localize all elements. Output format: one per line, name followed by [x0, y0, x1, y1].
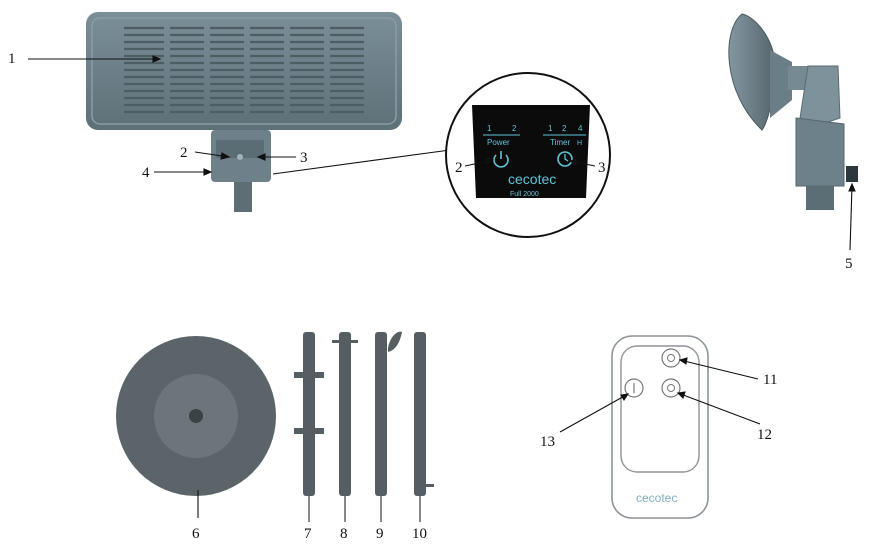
power-level-2: 2	[512, 124, 517, 133]
power-label: Power	[487, 138, 510, 147]
base-hole	[189, 409, 203, 423]
tilt-knob[interactable]	[846, 166, 858, 182]
heater-side-view: 5	[728, 13, 858, 272]
power-level-1: 1	[487, 124, 492, 133]
callout-11: 11	[763, 372, 777, 388]
callout-7: 7	[304, 526, 312, 542]
base-disc	[116, 336, 276, 518]
panel-brand-logo: cecotec	[508, 171, 556, 187]
remote-power-button[interactable]	[624, 378, 644, 398]
zoom-callout-3: 3	[598, 160, 606, 176]
front-callouts	[28, 55, 451, 176]
callout-8: 8	[340, 526, 348, 542]
heater-front-view	[86, 12, 402, 212]
callout-13: 13	[540, 434, 555, 450]
power-button[interactable]	[493, 151, 509, 168]
stand-neck	[234, 182, 252, 212]
callout-5: 5	[845, 256, 853, 272]
zoom-callout-2: 2	[455, 160, 463, 176]
callout-3: 3	[300, 150, 308, 166]
timer-level-2: 2	[562, 124, 567, 133]
control-panel-zoom: 1 2 Power 1 2 4 Timer H cecotec Full 200…	[445, 72, 611, 238]
poles	[294, 331, 434, 522]
remote-timer-button[interactable]	[661, 348, 681, 368]
timer-unit: H	[577, 140, 582, 147]
remote-control: cecotec	[559, 335, 761, 519]
timer-button[interactable]	[557, 151, 573, 167]
remote-brand-logo: cecotec	[636, 491, 677, 505]
callout-1: 1	[8, 51, 16, 67]
callout-9: 9	[376, 526, 384, 542]
timer-level-4: 4	[578, 124, 583, 133]
pole-7	[294, 332, 324, 496]
panel-model-label: Full 2000	[510, 191, 539, 198]
pole-8	[332, 332, 358, 496]
timer-level-1: 1	[548, 124, 553, 133]
control-panel	[472, 105, 590, 198]
callout-6: 6	[192, 526, 200, 542]
pole-9	[375, 331, 402, 496]
pole-10	[414, 332, 434, 496]
indicator-light	[237, 154, 243, 160]
remote-level-button[interactable]	[661, 378, 681, 398]
callout-4: 4	[142, 165, 150, 181]
callout-12: 12	[757, 427, 772, 443]
heater-grille	[124, 26, 364, 114]
callout-10: 10	[412, 526, 427, 542]
callout-2: 2	[180, 145, 188, 161]
timer-label: Timer	[550, 138, 570, 147]
